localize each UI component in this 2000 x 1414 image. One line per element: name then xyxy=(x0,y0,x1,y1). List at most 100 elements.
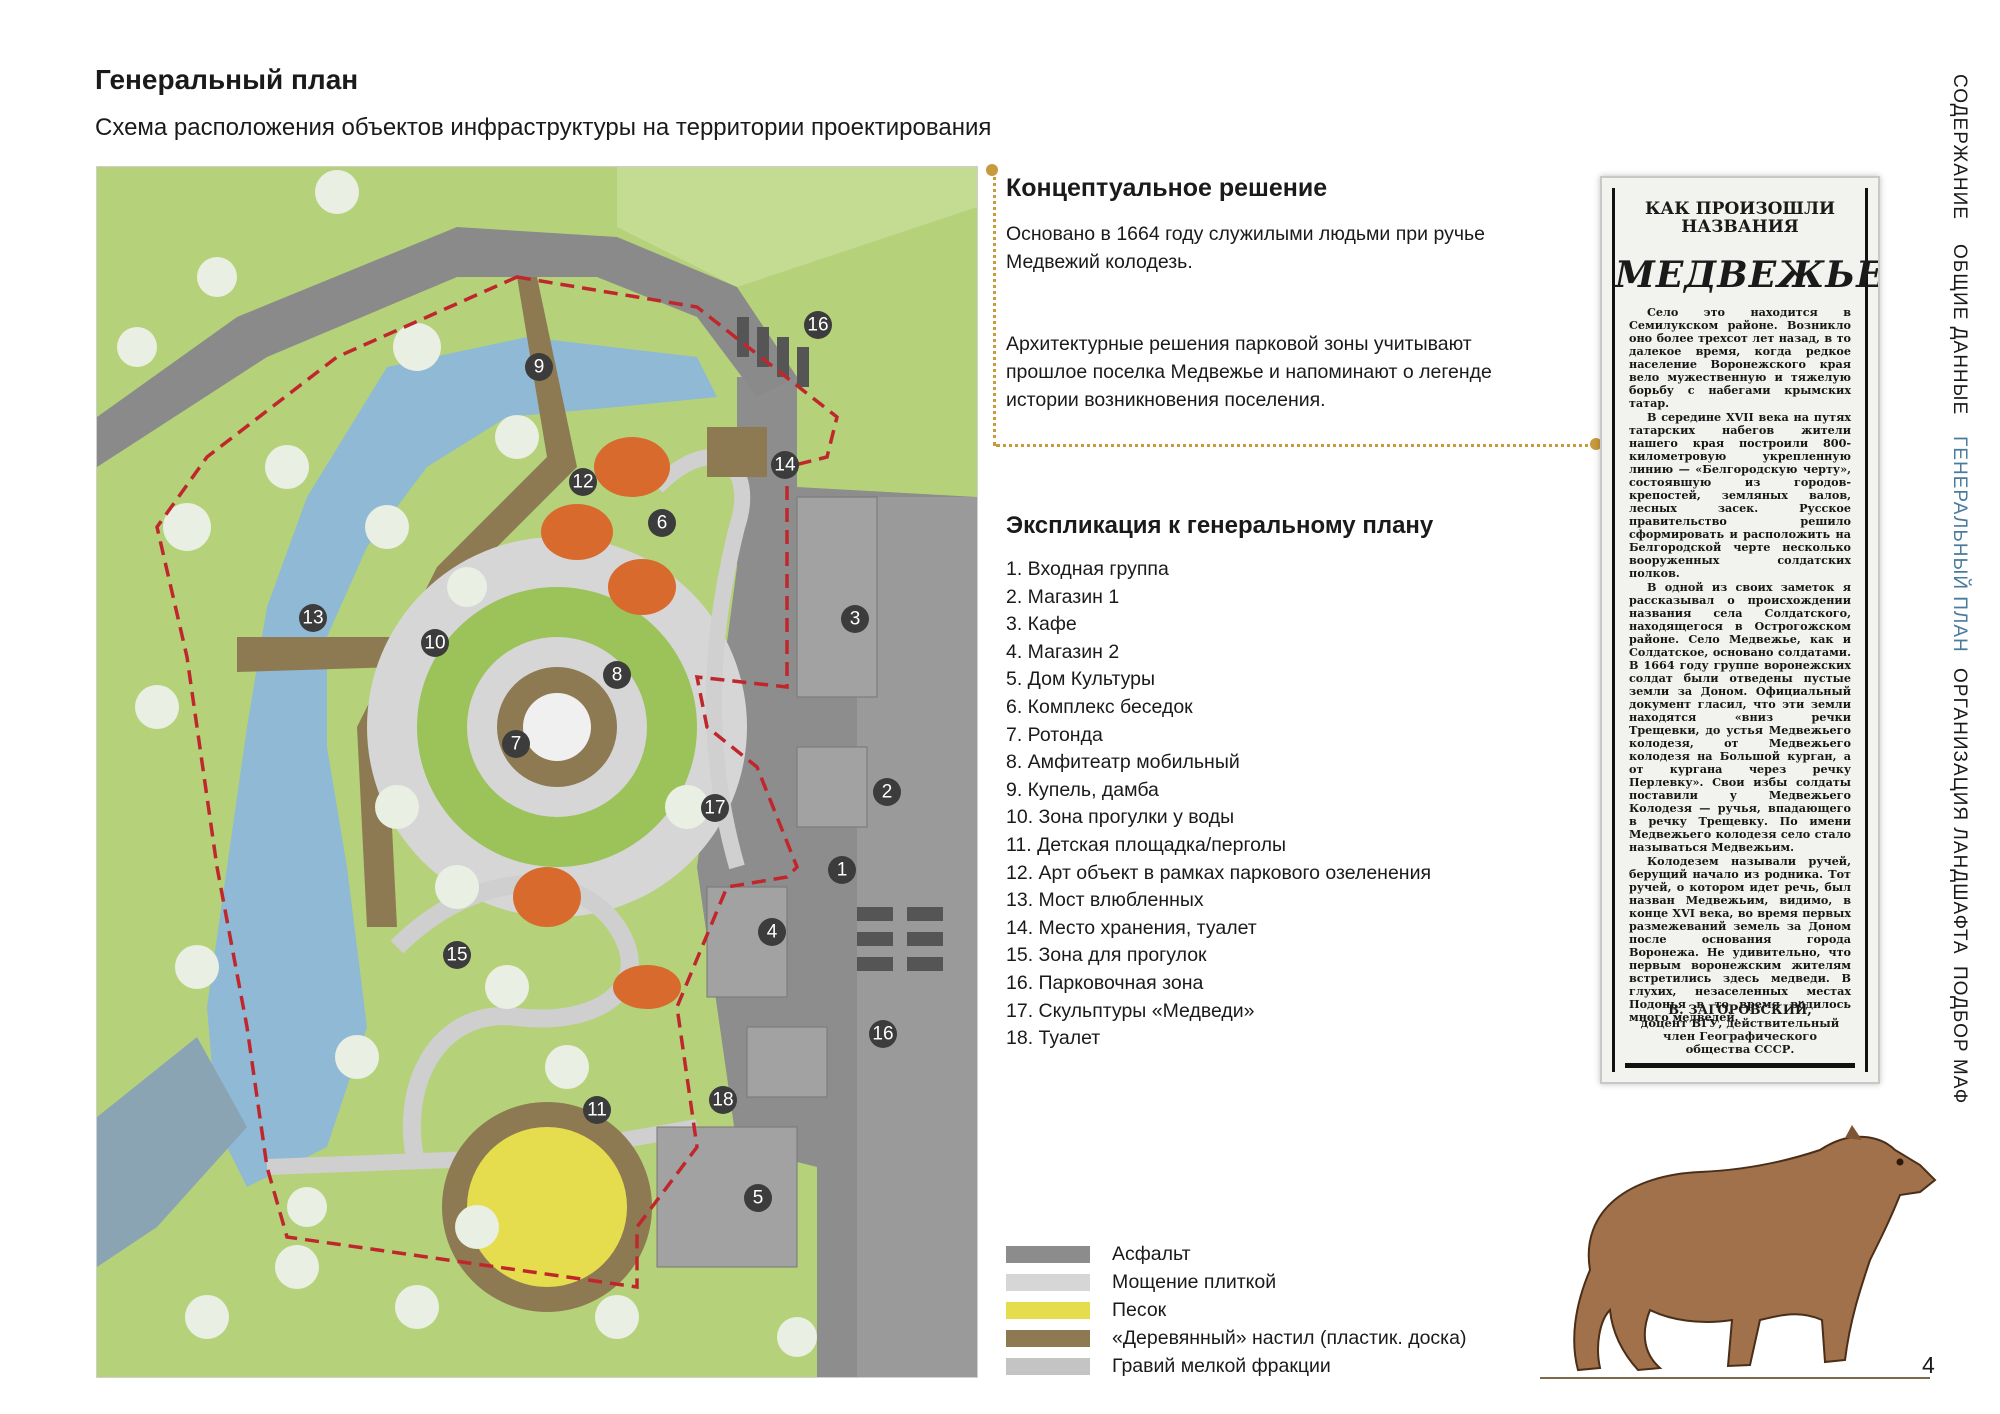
newspaper-heading-line: НАЗВАНИЯ xyxy=(1681,217,1799,237)
bridge-deck xyxy=(237,637,397,672)
explication-item: 18. Туалет xyxy=(1006,1027,1101,1050)
map-marker-13: 13 xyxy=(299,604,327,632)
art-object-paw xyxy=(613,965,681,1009)
map-marker-7: 7 xyxy=(502,730,530,758)
newspaper-clipping: КАК ПРОИЗОШЛИ НАЗВАНИЯ МЕДВЕЖЬЕ Село это… xyxy=(1600,176,1880,1084)
legend-row: Асфальт xyxy=(1006,1240,1466,1268)
explication-item: 10. Зона прогулки у воды xyxy=(1006,806,1235,829)
map-marker-10: 10 xyxy=(421,629,449,657)
svg-text:2: 2 xyxy=(882,782,893,803)
explication-item: 15. Зона для прогулок xyxy=(1006,944,1207,967)
legend-label: Песок xyxy=(1112,1298,1167,1321)
side-navigation: СОДЕРЖАНИЕ ОБЩИЕ ДАННЫЕ ГЕНЕРАЛЬНЫЙ ПЛАН… xyxy=(1930,74,1970,1124)
newspaper-paragraph: В одной из своих заметок я рассказывал о… xyxy=(1629,580,1851,854)
svg-text:14: 14 xyxy=(774,455,796,476)
map-marker-3: 3 xyxy=(841,605,869,633)
legend-label: Гравий мелкой фракции xyxy=(1112,1354,1331,1377)
concept-paragraph-2: Архитектурные решения парковой зоны учит… xyxy=(1006,333,1492,411)
map-marker-1: 1 xyxy=(828,856,856,884)
legend-row: Мощение плиткой xyxy=(1006,1268,1466,1296)
svg-text:17: 17 xyxy=(704,798,725,819)
newspaper-heading: КАК ПРОИЗОШЛИ НАЗВАНИЯ xyxy=(1615,200,1865,236)
map-marker-18: 18 xyxy=(709,1086,737,1114)
map-marker-5: 5 xyxy=(744,1184,772,1212)
map-marker-2: 2 xyxy=(873,778,901,806)
newspaper-frame: КАК ПРОИЗОШЛИ НАЗВАНИЯ МЕДВЕЖЬЕ Село это… xyxy=(1612,188,1878,1072)
explication-item: 17. Скульптуры «Медведи» xyxy=(1006,999,1255,1022)
legend-swatch-tile xyxy=(1006,1273,1090,1291)
explication-item: 11. Детская площадка/перголы xyxy=(1006,833,1286,856)
newspaper-author-title: член Географического xyxy=(1662,1029,1818,1043)
explication-item: 13. Мост влюбленных xyxy=(1006,889,1204,912)
explication-item: 12. Арт объект в рамках паркового озелен… xyxy=(1006,861,1432,884)
map-marker-12: 12 xyxy=(569,468,597,496)
svg-text:7: 7 xyxy=(511,734,522,755)
newspaper-paragraph: Колодезем называли ручей, берущий начало… xyxy=(1629,854,1851,1024)
stream xyxy=(97,1037,247,1267)
newspaper-heading-line: КАК ПРОИЗОШЛИ xyxy=(1644,199,1836,219)
nav-item-contents[interactable]: СОДЕРЖАНИЕ xyxy=(1949,74,1970,220)
svg-text:15: 15 xyxy=(446,945,467,966)
legend-swatch-sand xyxy=(1006,1301,1090,1319)
newspaper-paragraph: Село это находится в Семилукском районе.… xyxy=(1629,305,1851,410)
svg-text:1: 1 xyxy=(837,860,848,881)
concept-leader-line xyxy=(996,444,1596,447)
newspaper-author-title: общества СССР. xyxy=(1685,1042,1795,1056)
svg-text:3: 3 xyxy=(850,609,861,630)
grass-light xyxy=(617,167,977,287)
explication-item: 8. Амфитеатр мобильный xyxy=(1006,751,1240,774)
building-culture-house xyxy=(656,1126,798,1268)
nav-item-small-forms[interactable]: ПОДБОР МАФ xyxy=(1949,966,1970,1105)
explication-item: 4. Магазин 2 xyxy=(1006,640,1120,663)
newspaper-signature: В. ЗАГОРОВСКИЙ, доцент ВГУ, действительн… xyxy=(1615,1004,1865,1056)
storage-structure xyxy=(707,427,767,477)
trees xyxy=(117,170,817,1357)
explication-item: 6. Комплекс беседок xyxy=(1006,695,1193,718)
asphalt-road-north xyxy=(97,227,797,467)
nav-item-landscape[interactable]: ОРГАНИЗАЦИЯ ЛАНДШАФТА xyxy=(1949,668,1970,955)
explication-item: 16. Парковочная зона xyxy=(1006,971,1204,994)
nav-item-general-data[interactable]: ОБЩИЕ ДАННЫЕ xyxy=(1949,244,1970,416)
legend-swatch-gravel xyxy=(1006,1357,1090,1375)
newspaper-author-title: доцент ВГУ, действительный xyxy=(1640,1016,1840,1030)
legend-label: Мощение плиткой xyxy=(1112,1270,1277,1293)
svg-text:4: 4 xyxy=(767,922,778,943)
page-subtitle: Схема расположения объектов инфраструкту… xyxy=(95,114,992,141)
legend-row: «Деревянный» настил (пластик. доска) xyxy=(1006,1324,1466,1352)
pond xyxy=(207,337,717,1187)
svg-text:10: 10 xyxy=(424,633,445,654)
playground-sand xyxy=(467,1127,627,1287)
map-marker-4: 4 xyxy=(758,918,786,946)
map-markers: 1 2 3 4 5 6 7 8 9 10 11 12 13 14 15 16 1… xyxy=(299,311,901,1212)
building-shop-1 xyxy=(796,746,868,828)
svg-text:6: 6 xyxy=(657,513,668,534)
art-object-paw xyxy=(541,504,613,560)
legend-swatch-decking xyxy=(1006,1329,1090,1347)
map-marker-16-north: 16 xyxy=(804,311,832,339)
explication-title: Экспликация к генеральному плану xyxy=(1006,512,1434,539)
svg-text:13: 13 xyxy=(302,608,323,629)
map-marker-14: 14 xyxy=(771,451,799,479)
svg-text:8: 8 xyxy=(612,665,623,686)
explication-item: 14. Место хранения, туалет xyxy=(1006,916,1257,939)
concept-paragraph-1: Основано в 1664 году служилыми людьми пр… xyxy=(1006,223,1485,273)
map-marker-16-south: 16 xyxy=(869,1020,897,1048)
concept-title: Концептуальное решение xyxy=(1006,174,1328,202)
rotunda xyxy=(523,693,591,761)
map-marker-17: 17 xyxy=(701,794,729,822)
bear-body xyxy=(1573,1135,1937,1372)
asphalt-road-east xyxy=(817,497,977,1377)
page-title: Генеральный план xyxy=(95,64,359,95)
wooden-walkway xyxy=(357,277,577,927)
explication-list: 1. Входная группа 2. Магазин 1 3. Кафе 4… xyxy=(1006,556,1431,1053)
map-marker-6: 6 xyxy=(648,509,676,537)
art-object-paw xyxy=(513,867,581,927)
newspaper-body: Село это находится в Семилукском районе.… xyxy=(1629,306,1851,1025)
nav-item-master-plan[interactable]: ГЕНЕРАЛЬНЫЙ ПЛАН xyxy=(1949,436,1970,653)
svg-text:18: 18 xyxy=(712,1090,733,1111)
map-marker-9: 9 xyxy=(525,353,553,381)
svg-text:11: 11 xyxy=(587,1100,607,1121)
bear-ear xyxy=(1845,1125,1862,1140)
material-legend: Асфальт Мощение плиткой Песок «Деревянны… xyxy=(1006,1240,1466,1380)
legend-label: «Деревянный» настил (пластик. доска) xyxy=(1112,1326,1467,1349)
